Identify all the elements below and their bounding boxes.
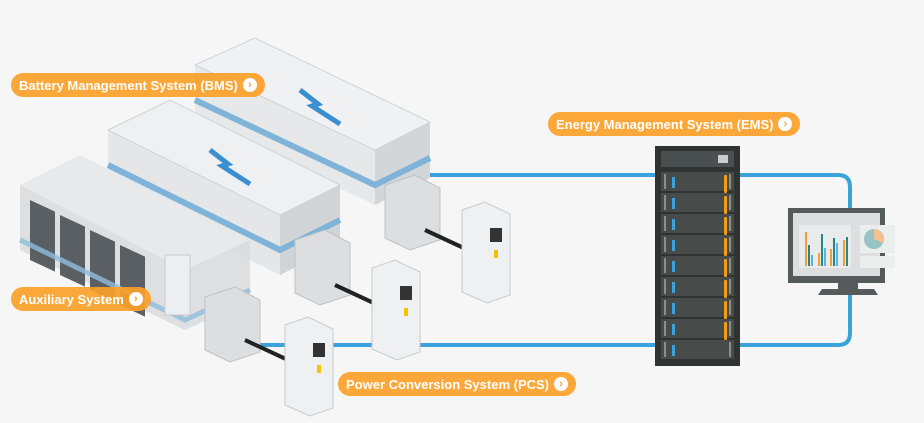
status-led <box>672 198 675 209</box>
rack-slot <box>661 277 734 296</box>
pcs-label-text: Power Conversion System (PCS) <box>346 376 549 392</box>
activity-led <box>724 217 727 235</box>
activity-led <box>724 280 727 298</box>
ems-label-text: Energy Management System (EMS) <box>556 116 774 132</box>
aux-label-button[interactable]: Auxiliary System › <box>11 287 151 311</box>
chevron-right-circle-icon: › <box>554 377 568 391</box>
status-led <box>672 261 675 272</box>
battery-container-front <box>18 155 252 330</box>
rack-slot <box>661 214 734 233</box>
status-led <box>672 219 675 230</box>
rack-slot <box>661 340 734 359</box>
activity-led <box>724 322 727 340</box>
rack-slot <box>661 235 734 254</box>
status-led <box>672 303 675 314</box>
pcs-label-button[interactable]: Power Conversion System (PCS) › <box>338 372 576 396</box>
ems-server-rack <box>655 146 740 366</box>
lightning-icon <box>208 148 252 187</box>
ems-label-button[interactable]: Energy Management System (EMS) › <box>548 112 801 136</box>
rack-slot <box>661 319 734 338</box>
monitor <box>788 208 895 295</box>
status-led <box>672 240 675 251</box>
status-led <box>672 324 675 335</box>
activity-led <box>724 175 727 193</box>
status-led <box>672 177 675 188</box>
battery-container-middle <box>106 99 342 275</box>
status-led <box>672 345 675 356</box>
bms-label-text: Battery Management System (BMS) <box>19 77 238 93</box>
chevron-right-circle-icon: › <box>128 292 143 306</box>
activity-led <box>724 238 727 256</box>
activity-led <box>724 301 727 319</box>
status-led <box>672 282 675 293</box>
rack-slot <box>661 172 734 191</box>
bms-label-button[interactable]: Battery Management System (BMS) › <box>11 73 265 97</box>
rack-slot <box>661 256 734 275</box>
aux-label-text: Auxiliary System <box>19 291 124 307</box>
chevron-right-circle-icon: › <box>778 117 793 131</box>
rack-slot <box>661 193 734 212</box>
pcs-cabinets <box>284 201 511 417</box>
lightning-icon <box>298 88 342 127</box>
chevron-right-circle-icon: › <box>242 78 257 92</box>
rack-slot <box>661 298 734 317</box>
activity-led <box>724 196 727 214</box>
activity-led <box>724 259 727 277</box>
